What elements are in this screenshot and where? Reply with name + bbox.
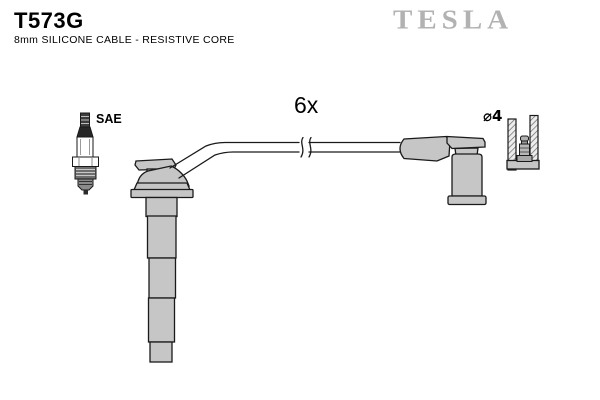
terminal-diameter-label: ⌀4	[483, 107, 503, 125]
product-description: 8mm SILICONE CABLE - RESISTIVE CORE	[14, 34, 235, 46]
sae-label: SAE	[96, 112, 122, 126]
cable-break-marks	[300, 136, 312, 158]
terminal-socket-icon	[506, 114, 540, 171]
ignition-cable-line	[169, 136, 401, 179]
quantity-label: 6x	[294, 92, 319, 118]
spark-plug-boot-icon	[130, 158, 194, 363]
coil-boot-icon	[399, 135, 487, 206]
spark-plug-icon	[72, 112, 99, 195]
brand-logo: TESLA	[393, 4, 514, 36]
part-number: T573G	[14, 8, 84, 33]
